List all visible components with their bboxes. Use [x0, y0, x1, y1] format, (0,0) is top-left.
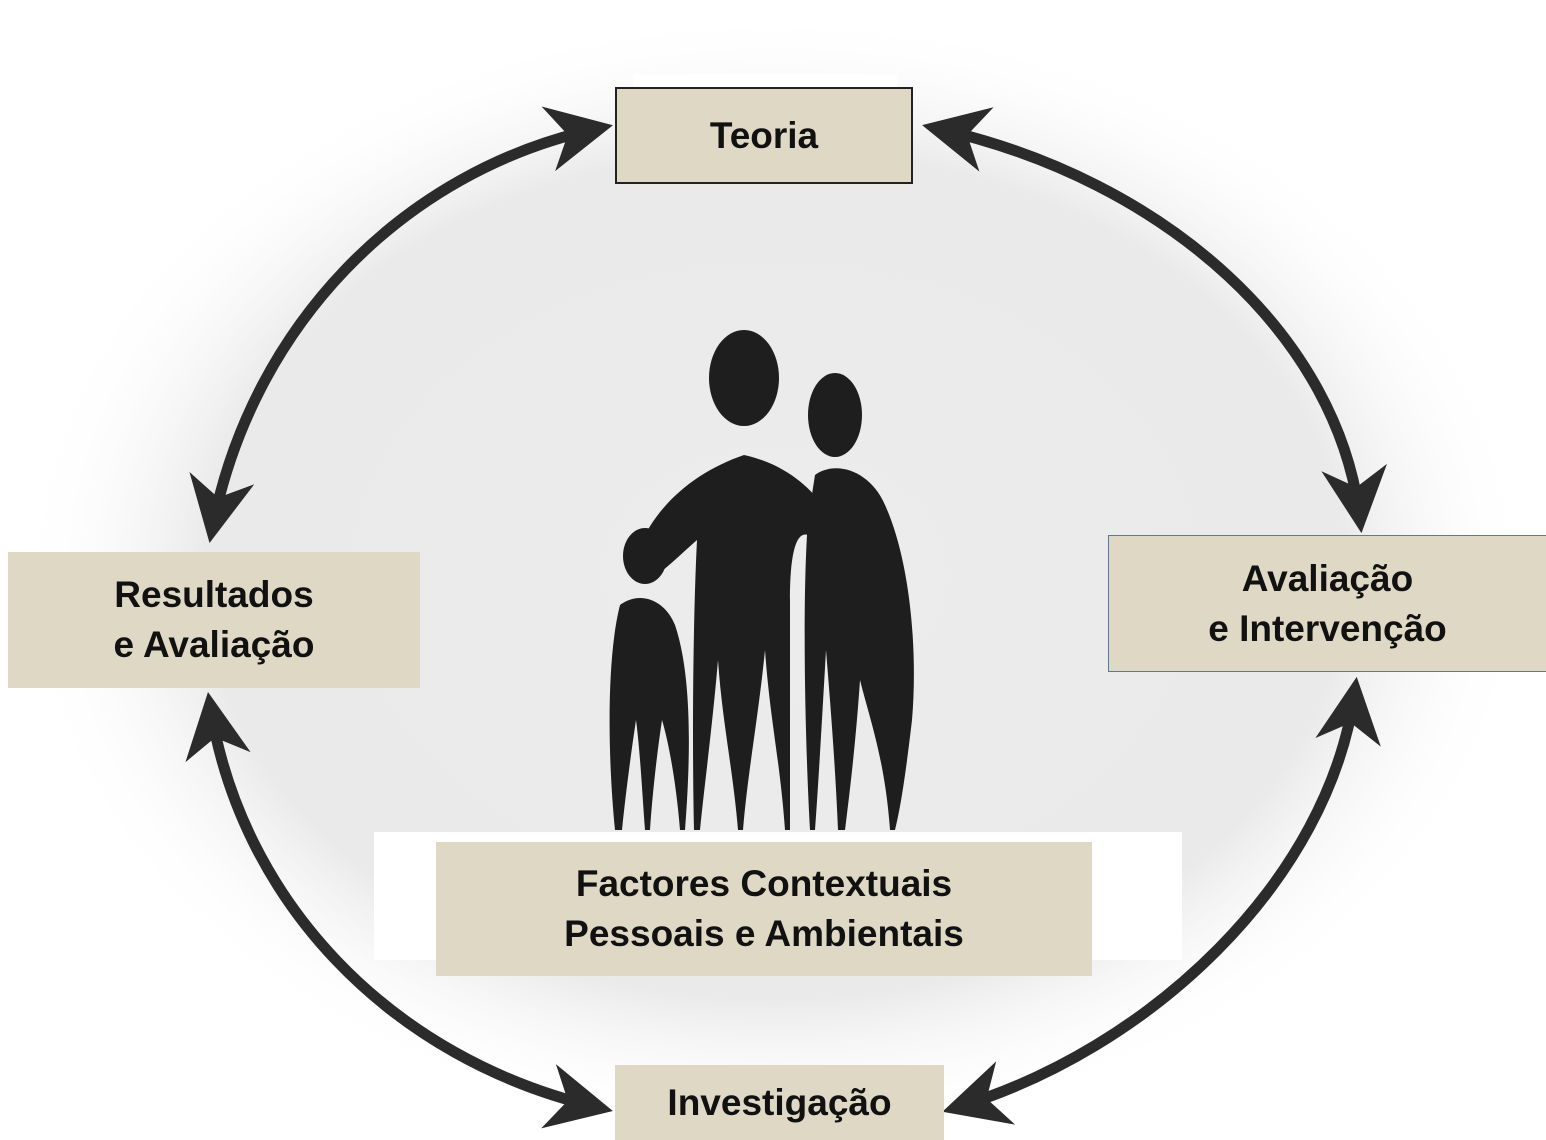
arrow-top-right: [922, 107, 1387, 534]
node-factores-contextuais: Factores Contextuais Pessoais e Ambienta…: [436, 842, 1092, 976]
node-teoria: Teoria: [615, 87, 913, 184]
arrow-bottom-left: [185, 691, 613, 1129]
node-resultados-avaliacao: Resultados e Avaliação: [8, 552, 420, 688]
family-silhouette-icon: [609, 330, 914, 830]
node-avaliacao-intervencao: Avaliação e Intervenção: [1108, 535, 1546, 672]
cycle-arrows: [185, 106, 1387, 1129]
node-left-line1: Resultados: [114, 574, 314, 616]
node-center-line1: Factores Contextuais: [575, 863, 953, 905]
node-teoria-label: Teoria: [709, 114, 819, 156]
node-investigacao-label: Investigação: [667, 1081, 892, 1123]
node-right-line1: Avaliação: [1241, 557, 1414, 599]
node-left-line2: e Avaliação: [113, 624, 315, 665]
node-right-line2: e Intervenção: [1208, 607, 1447, 649]
node-center-line2: Pessoais e Ambientais: [564, 913, 964, 954]
arrow-right-bottom: [942, 676, 1381, 1125]
node-investigacao: Investigação: [615, 1065, 944, 1140]
arrow-left-top: [189, 106, 613, 543]
